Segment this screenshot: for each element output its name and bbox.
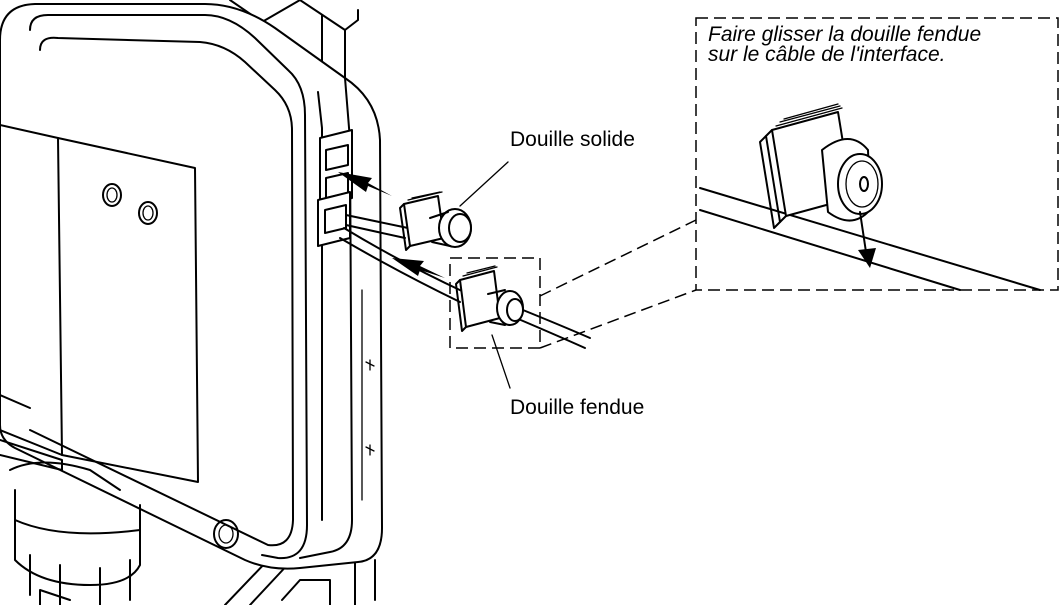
corner-screw xyxy=(213,519,239,549)
instruction-line-2: sur le câble de l'interface. xyxy=(708,43,946,66)
leader-lines xyxy=(459,161,511,389)
solid-bushing-part xyxy=(345,191,472,251)
bottom-fitting xyxy=(9,461,141,606)
split-bushing-label: Douille fendue xyxy=(510,396,645,419)
split-bushing-part xyxy=(339,227,591,349)
controller-housing xyxy=(0,3,383,570)
solid-bushing-label: Douille solide xyxy=(510,128,635,151)
detail-inset-drawing xyxy=(699,103,1041,291)
cable-ports xyxy=(317,129,353,247)
detail-inset-frame xyxy=(695,17,1059,291)
zoom-connector xyxy=(539,219,697,349)
indicator-lights xyxy=(102,183,158,225)
instruction-line-1: Faire glisser la douille fendue xyxy=(708,23,982,46)
